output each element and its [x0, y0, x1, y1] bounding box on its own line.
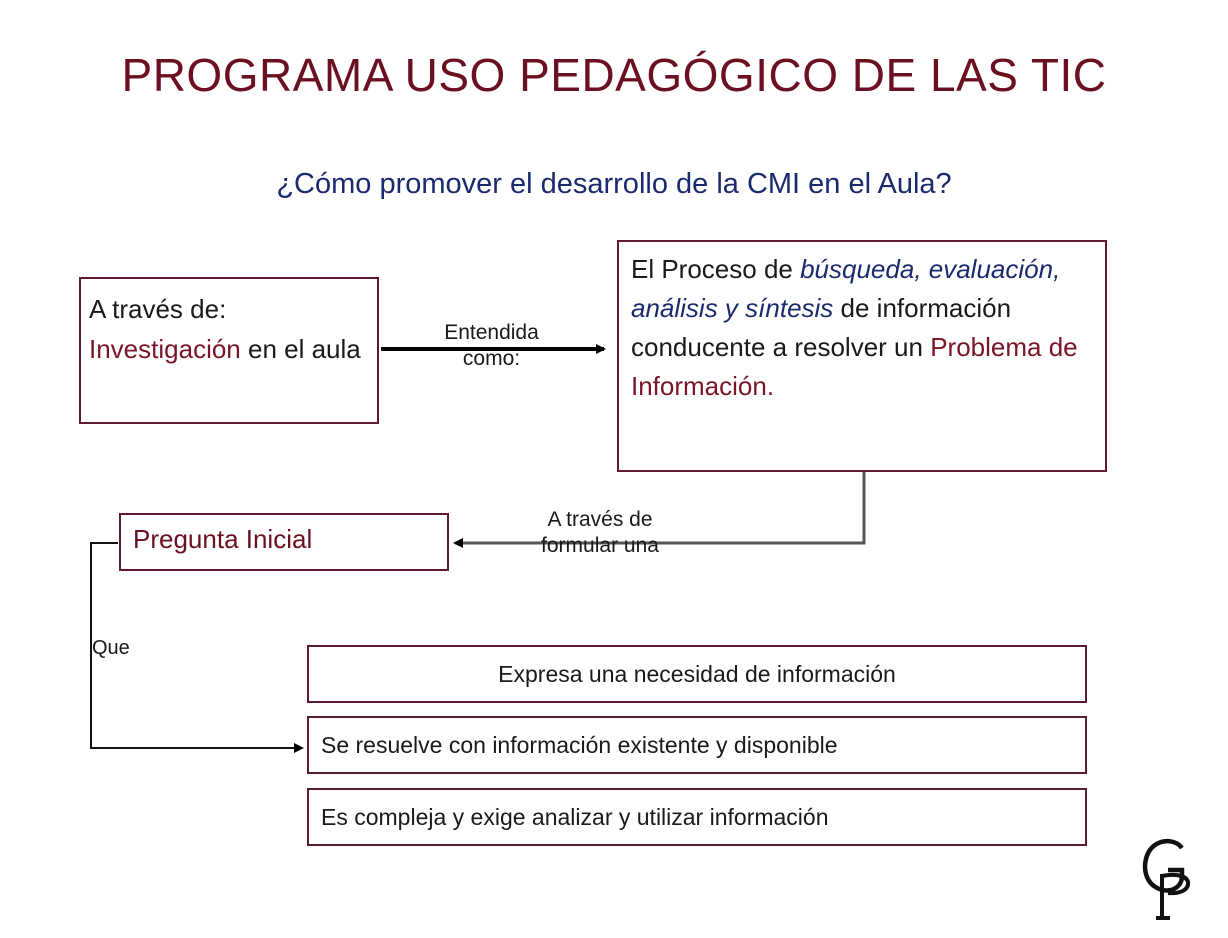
process-part2: de información conducente a resolver un — [631, 293, 1012, 362]
understood-label: Entendida como: — [404, 320, 579, 372]
que-label: Que — [92, 637, 130, 659]
understood-label-line1: Entendida — [444, 321, 539, 344]
gp-logo — [1142, 838, 1191, 920]
process-part1: El Proceso de — [631, 254, 801, 284]
process-highlight: Problema de Información. — [631, 332, 1078, 401]
question-box: Pregunta Inicial — [119, 513, 449, 571]
page-subtitle: ¿Cómo promover el desarrollo de la CMI e… — [276, 168, 952, 200]
understood-label-line2: como: — [462, 347, 521, 370]
criterion-box: Es compleja y exige analizar y utilizar … — [307, 788, 1087, 846]
process-box: El Proceso de búsqueda, evaluación, anál… — [617, 240, 1107, 472]
criterion-box: Se resuelve con información existente y … — [307, 716, 1087, 774]
via-prefix: A través de: — [89, 294, 227, 324]
arrow-que — [90, 542, 304, 753]
formulate-label-line1: A través de — [547, 508, 653, 531]
formulate-label: A través de formular una — [500, 507, 700, 559]
arrow-formulate — [453, 472, 866, 548]
via-rest: en el aula — [240, 334, 361, 364]
formulate-label-line2: formular una — [541, 534, 659, 557]
page-title: PROGRAMA USO PEDAGÓGICO DE LAS TIC — [121, 49, 1107, 101]
criterion-box: Expresa una necesidad de información — [307, 645, 1087, 703]
via-box: A través de: Investigación en el aula — [79, 277, 379, 424]
process-italic: búsqueda, evaluación, análisis y síntesi… — [631, 254, 1061, 323]
via-highlight: Investigación — [89, 334, 241, 364]
